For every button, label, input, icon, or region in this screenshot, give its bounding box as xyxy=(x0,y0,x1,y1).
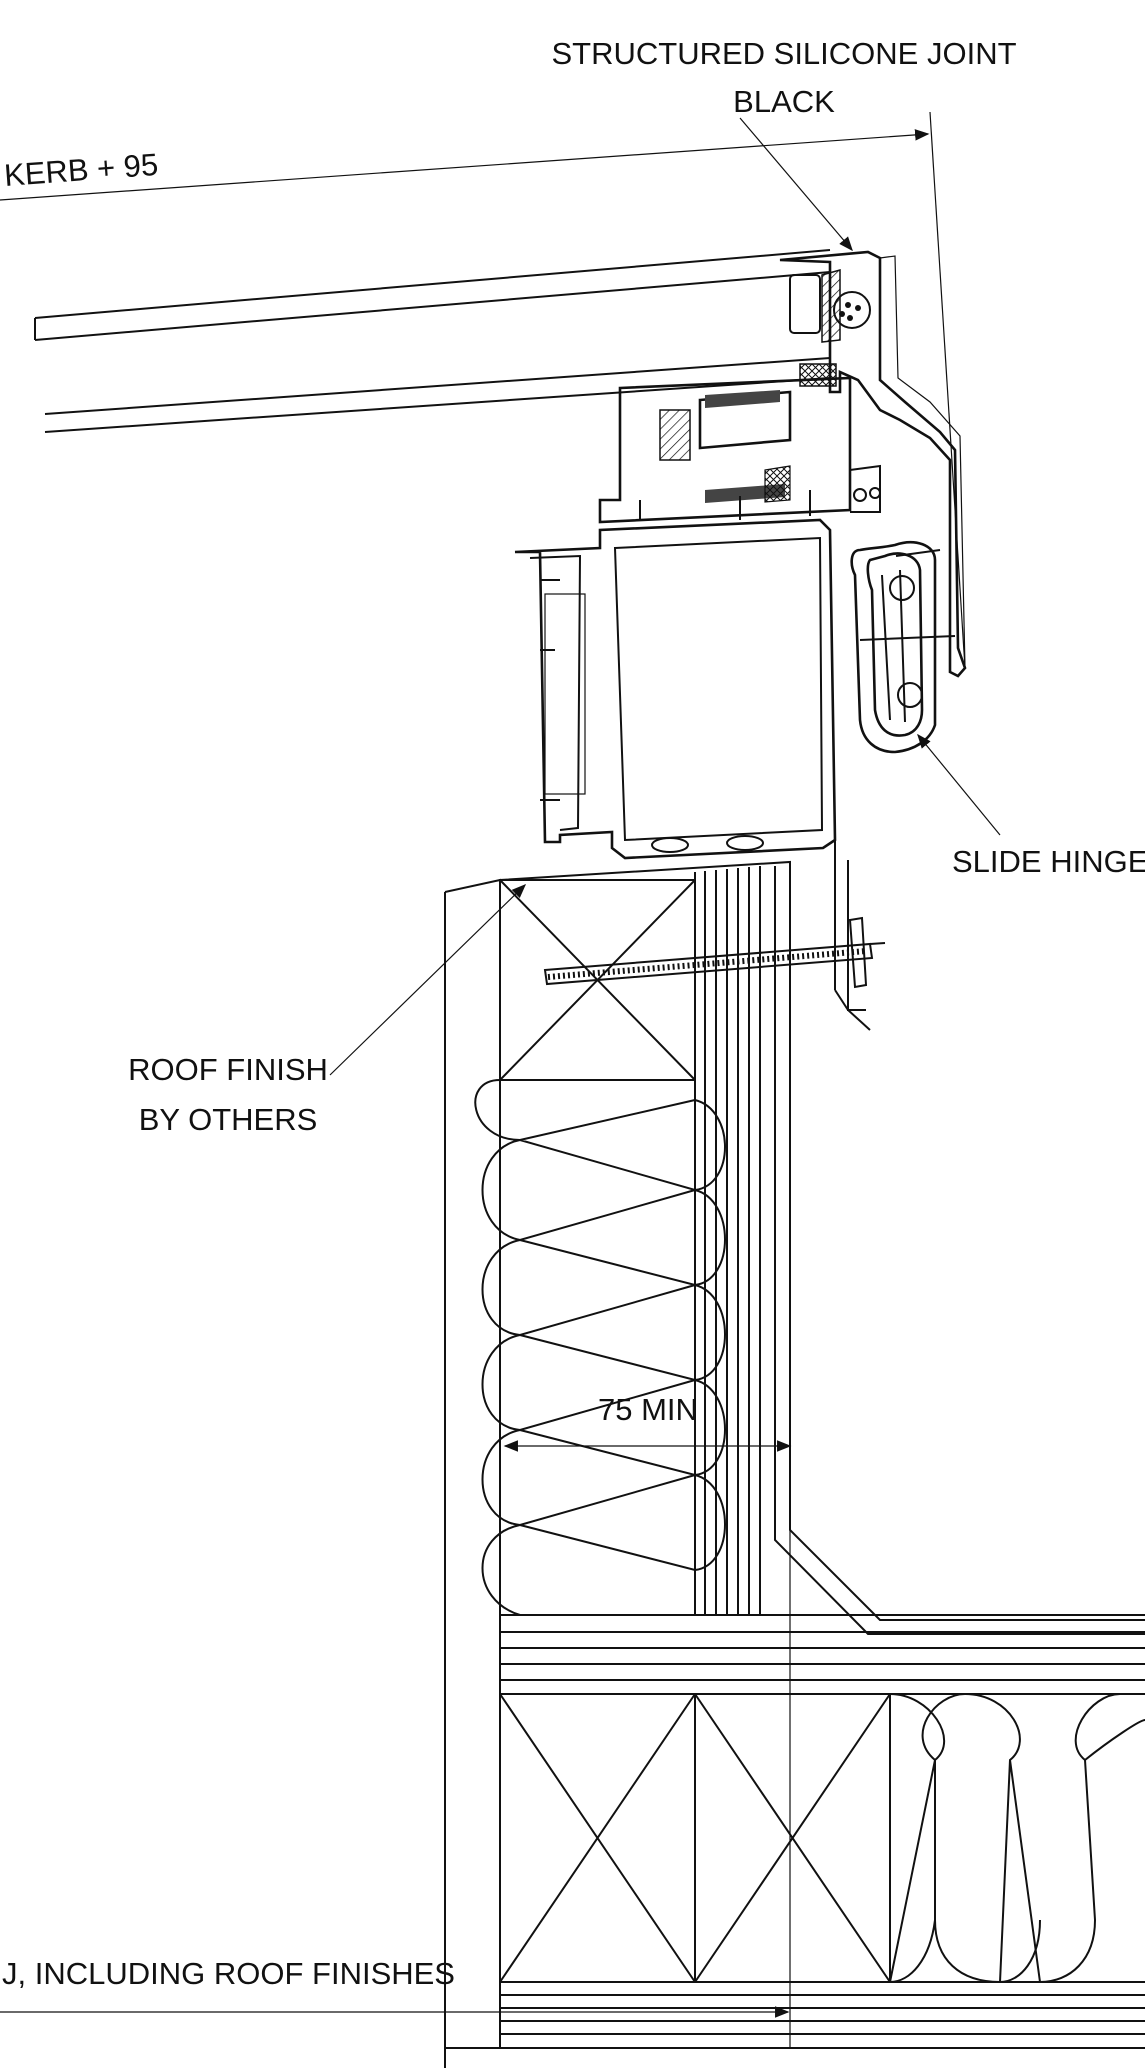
roof-finish-label: ROOF FINISH xyxy=(128,1052,328,1087)
silicone-joint-label: STRUCTURED SILICONE JOINT xyxy=(551,36,1016,71)
dimension-lines xyxy=(0,111,1001,2048)
fixing-screw xyxy=(543,916,886,1031)
kerb-frame-profile xyxy=(514,518,866,1011)
silicone-color-label: BLACK xyxy=(733,84,835,119)
backer-rod xyxy=(833,291,871,329)
slide-hinge-label: SLIDE HINGE xyxy=(952,844,1145,879)
roof-finish-by-label: BY OTHERS xyxy=(139,1102,318,1137)
kerb-upstand xyxy=(444,860,1145,2068)
min-dimension-label: 75 MIN xyxy=(598,1392,698,1427)
kerb-dimension-label: KERB + 95 xyxy=(3,147,159,193)
roof-finishes-note: J, INCLUDING ROOF FINISHES xyxy=(2,1956,455,1991)
top-frame-profile xyxy=(779,250,967,678)
slide-hinge xyxy=(850,540,956,754)
glass-spacer xyxy=(789,274,821,334)
roof-deck xyxy=(445,1614,1145,2049)
sash-profile xyxy=(598,376,881,524)
glazing-panel xyxy=(34,249,831,433)
thermal-insert xyxy=(659,409,691,461)
setting-block xyxy=(799,363,837,387)
silicone-joint xyxy=(821,269,841,343)
